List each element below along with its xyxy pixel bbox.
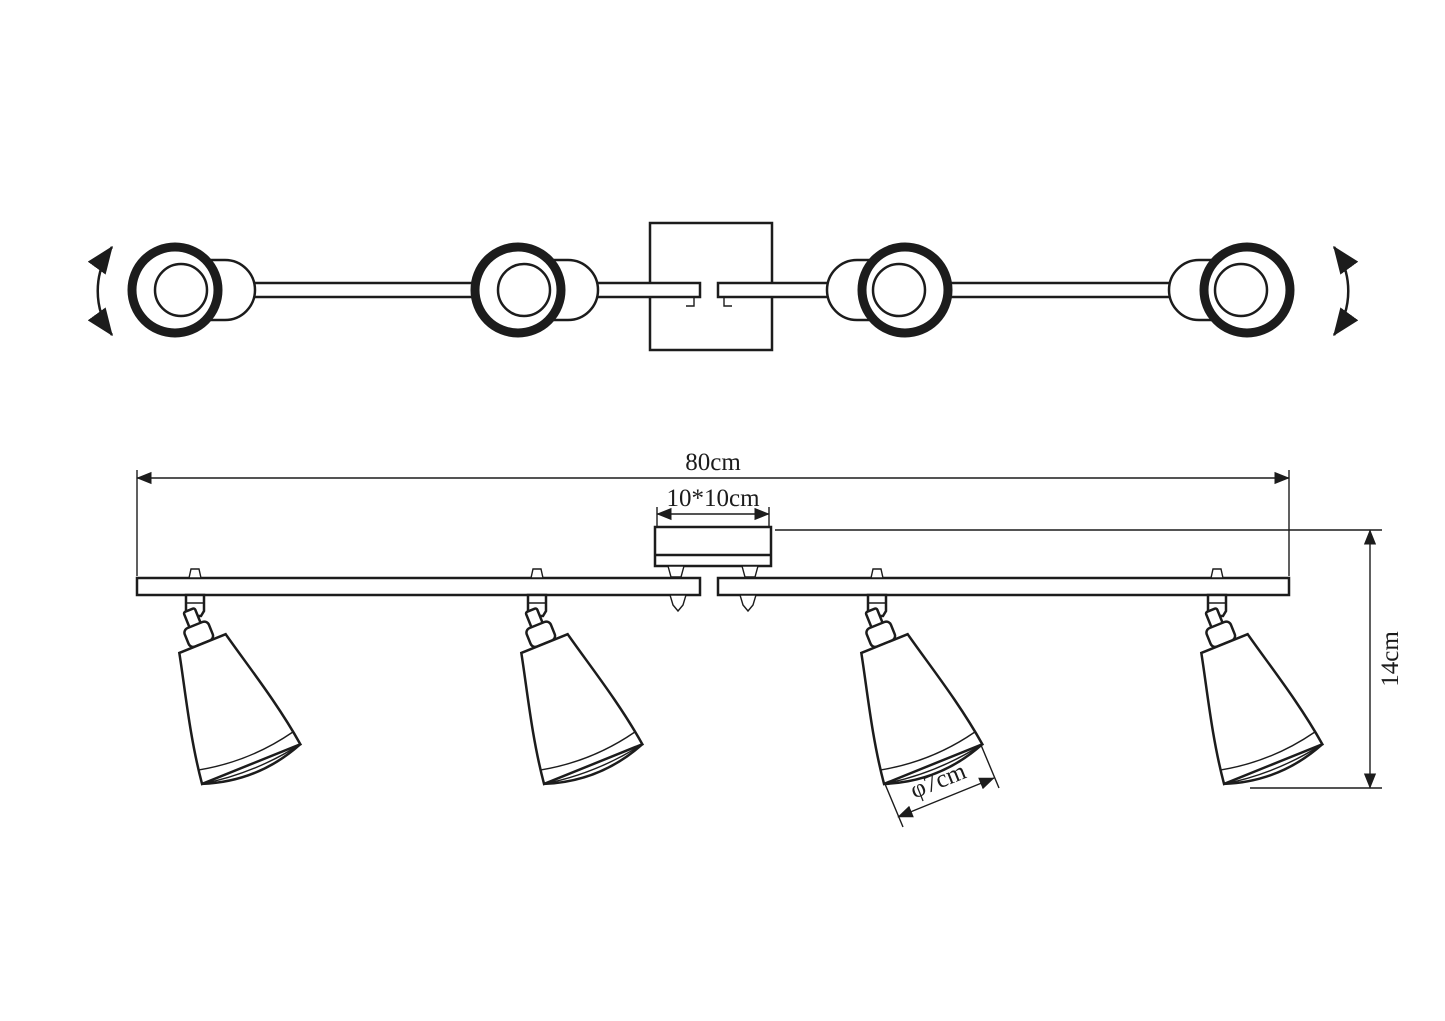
- pivot-pin: [870, 568, 884, 579]
- extension-line: [884, 783, 904, 828]
- bar-clip: [739, 594, 757, 613]
- dimension-line: [897, 777, 995, 818]
- spot-head-top-view: [470, 242, 600, 338]
- ceiling-bar-right: [716, 576, 1291, 597]
- dimension-label-canopy: 10*10cm: [666, 485, 760, 512]
- spotlight: [1199, 593, 1325, 786]
- bar-clip: [669, 594, 687, 613]
- canopy-clip: [667, 565, 685, 578]
- top-view: [87, 221, 1359, 352]
- rotation-arrow-right-icon: [1332, 245, 1359, 337]
- extension-line: [980, 744, 1000, 789]
- shade-mouth-inner: [543, 743, 643, 785]
- shade-mouth: [544, 743, 644, 786]
- lamp-opening: [871, 262, 927, 318]
- dimension-canopy: 10*10cm: [656, 485, 770, 527]
- shade-mouth: [202, 743, 302, 786]
- bar-joint-tab-right: [723, 297, 732, 307]
- spotlight: [859, 593, 985, 786]
- dimension-label-total-width: 80cm: [685, 449, 741, 476]
- shade-mouth-inner: [1223, 743, 1323, 785]
- pivot-pin: [1210, 568, 1224, 579]
- mounting-canopy: [653, 525, 773, 568]
- lamp-opening: [496, 262, 552, 318]
- ceiling-bar-left: [135, 576, 702, 597]
- shade-mouth-inner: [201, 743, 301, 785]
- shade-rim-line: [199, 731, 293, 771]
- spotlight: [519, 593, 645, 786]
- pivot-pin: [530, 568, 544, 579]
- shade-rim-line: [881, 731, 975, 771]
- front-view: 80cm 10*10cm 14cm: [135, 449, 1404, 828]
- spot-head-top-view: [127, 242, 257, 338]
- lamp-opening: [153, 262, 209, 318]
- shade-mouth: [884, 743, 984, 786]
- rotation-arrow-left-icon: [87, 245, 114, 337]
- shade-rim-line: [1221, 731, 1315, 771]
- dimension-label-height: 14cm: [1377, 631, 1404, 687]
- spotlight: [177, 593, 303, 786]
- shade-mouth: [1224, 743, 1324, 786]
- spot-head-top-view: [1167, 242, 1295, 338]
- shade-mouth-inner: [883, 743, 983, 785]
- spot-head-top-view: [825, 242, 953, 338]
- dimension-total-width: 80cm: [136, 449, 1290, 576]
- dimension-height: 14cm: [775, 529, 1404, 789]
- lamp-opening: [1213, 262, 1269, 318]
- bar-joint-tab-left: [686, 297, 695, 307]
- canopy-clip: [741, 565, 759, 578]
- pivot-pin: [188, 568, 202, 579]
- shade-rim-line: [541, 731, 635, 771]
